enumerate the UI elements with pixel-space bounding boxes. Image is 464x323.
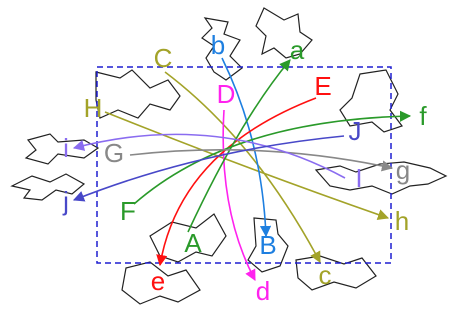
- shape-top-right: [255, 7, 313, 59]
- shape-bottom-right: [295, 255, 377, 291]
- diagram-label: d: [256, 276, 270, 306]
- shape-left-i: [24, 133, 100, 165]
- shape-bottom-left: [121, 261, 201, 305]
- diagram-label: D: [217, 79, 236, 109]
- shape-bottom-b: [247, 217, 289, 273]
- diagram-label: G: [104, 138, 124, 168]
- shape-layer: [10, 7, 448, 305]
- diagram-label: E: [314, 71, 331, 101]
- diagram-label: C: [154, 43, 173, 73]
- shape-top-left: [95, 69, 181, 119]
- connector-A-to-a: [187, 59, 291, 233]
- connector-layer: [72, 57, 412, 281]
- diagram-label: J: [349, 116, 362, 146]
- diagram-label: j: [62, 186, 69, 216]
- connector-F-to-f: [133, 110, 412, 205]
- connector-E-to-e: [156, 97, 317, 267]
- diagram-label: f: [419, 101, 427, 131]
- connector-D-to-d: [222, 109, 256, 281]
- diagram-label: e: [151, 266, 165, 296]
- diagram-label: a: [290, 35, 305, 65]
- diagram-label: g: [396, 155, 410, 185]
- diagram-label: H: [84, 93, 103, 123]
- shape-right-g: [314, 161, 448, 195]
- connector-C-to-c: [164, 71, 321, 263]
- connector-H-to-h: [104, 111, 390, 220]
- connector-G-to-g: [129, 148, 394, 172]
- shape-left-j: [10, 173, 86, 201]
- diagram-label: h: [395, 206, 409, 236]
- diagram-label: i: [63, 133, 69, 163]
- connector-I-to-i: [72, 133, 346, 179]
- shape-bottom-a: [149, 213, 227, 263]
- diagram-label: I: [355, 163, 362, 193]
- diagram-label: F: [120, 196, 136, 226]
- diagram-label: b: [211, 30, 225, 60]
- diagram-label: B: [259, 230, 276, 260]
- diagram-label: c: [319, 260, 332, 290]
- diagram-label: A: [184, 228, 202, 258]
- connector-J-to-j: [72, 135, 345, 202]
- shape-top-center: [201, 17, 243, 81]
